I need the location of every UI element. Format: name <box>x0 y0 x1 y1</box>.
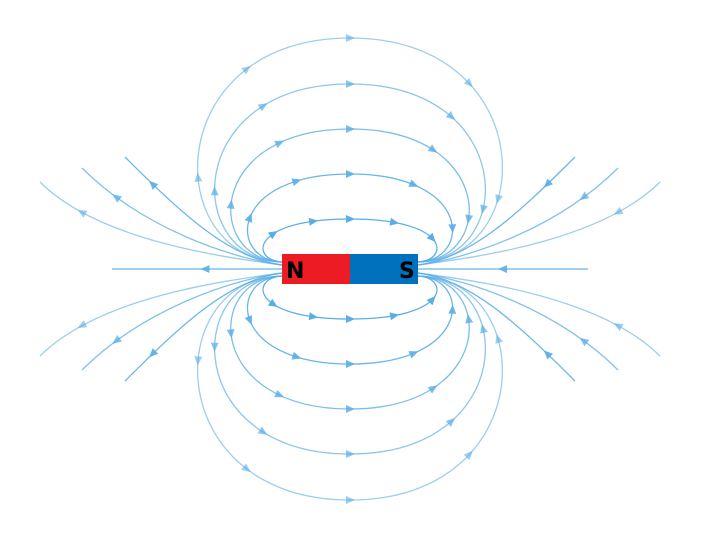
field-direction-arrow-icon <box>345 360 356 369</box>
field-direction-arrow-icon <box>345 315 356 324</box>
field-direction-arrow-icon <box>149 348 159 358</box>
field-line-open <box>124 156 283 266</box>
field-direction-arrow-icon <box>427 385 438 394</box>
field-direction-arrow-icon <box>226 199 235 209</box>
field-line-open <box>39 181 283 266</box>
field-direction-arrow-icon <box>427 144 438 153</box>
field-direction-arrow-icon <box>267 230 278 240</box>
field-direction-arrow-icon <box>244 315 253 325</box>
field-direction-arrow-icon <box>495 194 504 204</box>
north-pole <box>282 254 350 284</box>
bar-magnet: N S <box>282 254 418 284</box>
field-line-open <box>417 272 619 371</box>
field-line-open <box>39 272 283 357</box>
field-direction-arrow-icon <box>445 418 456 427</box>
field-direction-arrow-icon <box>274 140 284 149</box>
field-direction-arrow-icon <box>495 334 504 344</box>
field-direction-arrow-icon <box>463 77 473 88</box>
field-direction-arrow-icon <box>291 178 302 187</box>
field-direction-arrow-icon <box>77 209 88 218</box>
field-direction-arrow-icon <box>194 356 203 366</box>
field-direction-arrow-icon <box>345 405 355 414</box>
field-direction-arrow-icon <box>543 350 554 360</box>
field-direction-arrow-icon <box>200 265 210 273</box>
field-direction-arrow-icon <box>463 450 473 461</box>
field-direction-arrow-icon <box>241 463 251 473</box>
field-line-open <box>417 167 619 266</box>
field-direction-arrow-icon <box>112 194 122 203</box>
field-direction-arrow-icon <box>257 103 268 112</box>
field-direction-arrow-icon <box>389 217 400 226</box>
field-direction-arrow-icon <box>345 169 356 178</box>
field-line-open <box>417 156 576 266</box>
field-line-open <box>124 272 283 382</box>
south-label: S <box>399 259 415 284</box>
field-direction-arrow-icon <box>210 342 219 352</box>
field-direction-arrow-icon <box>345 450 356 459</box>
field-direction-arrow-icon <box>408 351 419 359</box>
field-direction-arrow-icon <box>267 298 278 308</box>
north-label: N <box>286 259 304 284</box>
field-direction-arrow-icon <box>194 172 203 182</box>
field-direction-arrow-icon <box>291 351 302 360</box>
field-direction-arrow-icon <box>613 206 624 215</box>
field-direction-arrow-icon <box>498 265 507 273</box>
field-direction-arrow-icon <box>389 312 400 321</box>
field-line-open <box>81 167 283 266</box>
field-direction-arrow-icon <box>257 426 268 435</box>
field-direction-arrow-icon <box>345 496 356 505</box>
field-direction-arrow-icon <box>345 79 356 88</box>
field-direction-arrow-icon <box>579 337 590 347</box>
field-direction-arrow-icon <box>308 217 319 226</box>
field-direction-arrow-icon <box>77 320 88 329</box>
field-line-open <box>417 181 661 266</box>
field-direction-arrow-icon <box>465 314 474 324</box>
field-direction-arrow-icon <box>345 214 355 223</box>
field-loop-bottom <box>197 275 503 501</box>
field-direction-arrow-icon <box>613 323 624 332</box>
field-direction-arrow-icon <box>448 304 457 314</box>
field-direction-arrow-icon <box>426 232 436 243</box>
field-direction-arrow-icon <box>579 191 590 201</box>
field-direction-arrow-icon <box>226 329 235 339</box>
field-direction-arrow-icon <box>480 204 488 215</box>
field-direction-arrow-icon <box>426 295 436 306</box>
south-pole <box>350 254 418 284</box>
field-direction-arrow-icon <box>345 124 356 133</box>
field-direction-arrow-icon <box>244 213 253 223</box>
field-direction-arrow-icon <box>274 389 284 398</box>
field-direction-arrow-icon <box>465 214 474 224</box>
field-direction-arrow-icon <box>112 335 122 344</box>
field-direction-arrow-icon <box>448 224 457 234</box>
field-direction-arrow-icon <box>308 312 319 321</box>
field-direction-arrow-icon <box>241 65 251 75</box>
field-direction-arrow-icon <box>149 180 159 190</box>
field-line-open <box>417 272 661 357</box>
field-line-open <box>81 272 283 371</box>
field-direction-arrow-icon <box>543 178 554 188</box>
field-line-open <box>417 272 576 382</box>
field-loop-top <box>197 37 503 263</box>
field-direction-arrow-icon <box>480 323 488 334</box>
field-direction-arrow-icon <box>345 33 356 42</box>
field-direction-arrow-icon <box>445 111 456 120</box>
field-direction-arrow-icon <box>210 186 219 196</box>
field-direction-arrow-icon <box>408 179 419 187</box>
